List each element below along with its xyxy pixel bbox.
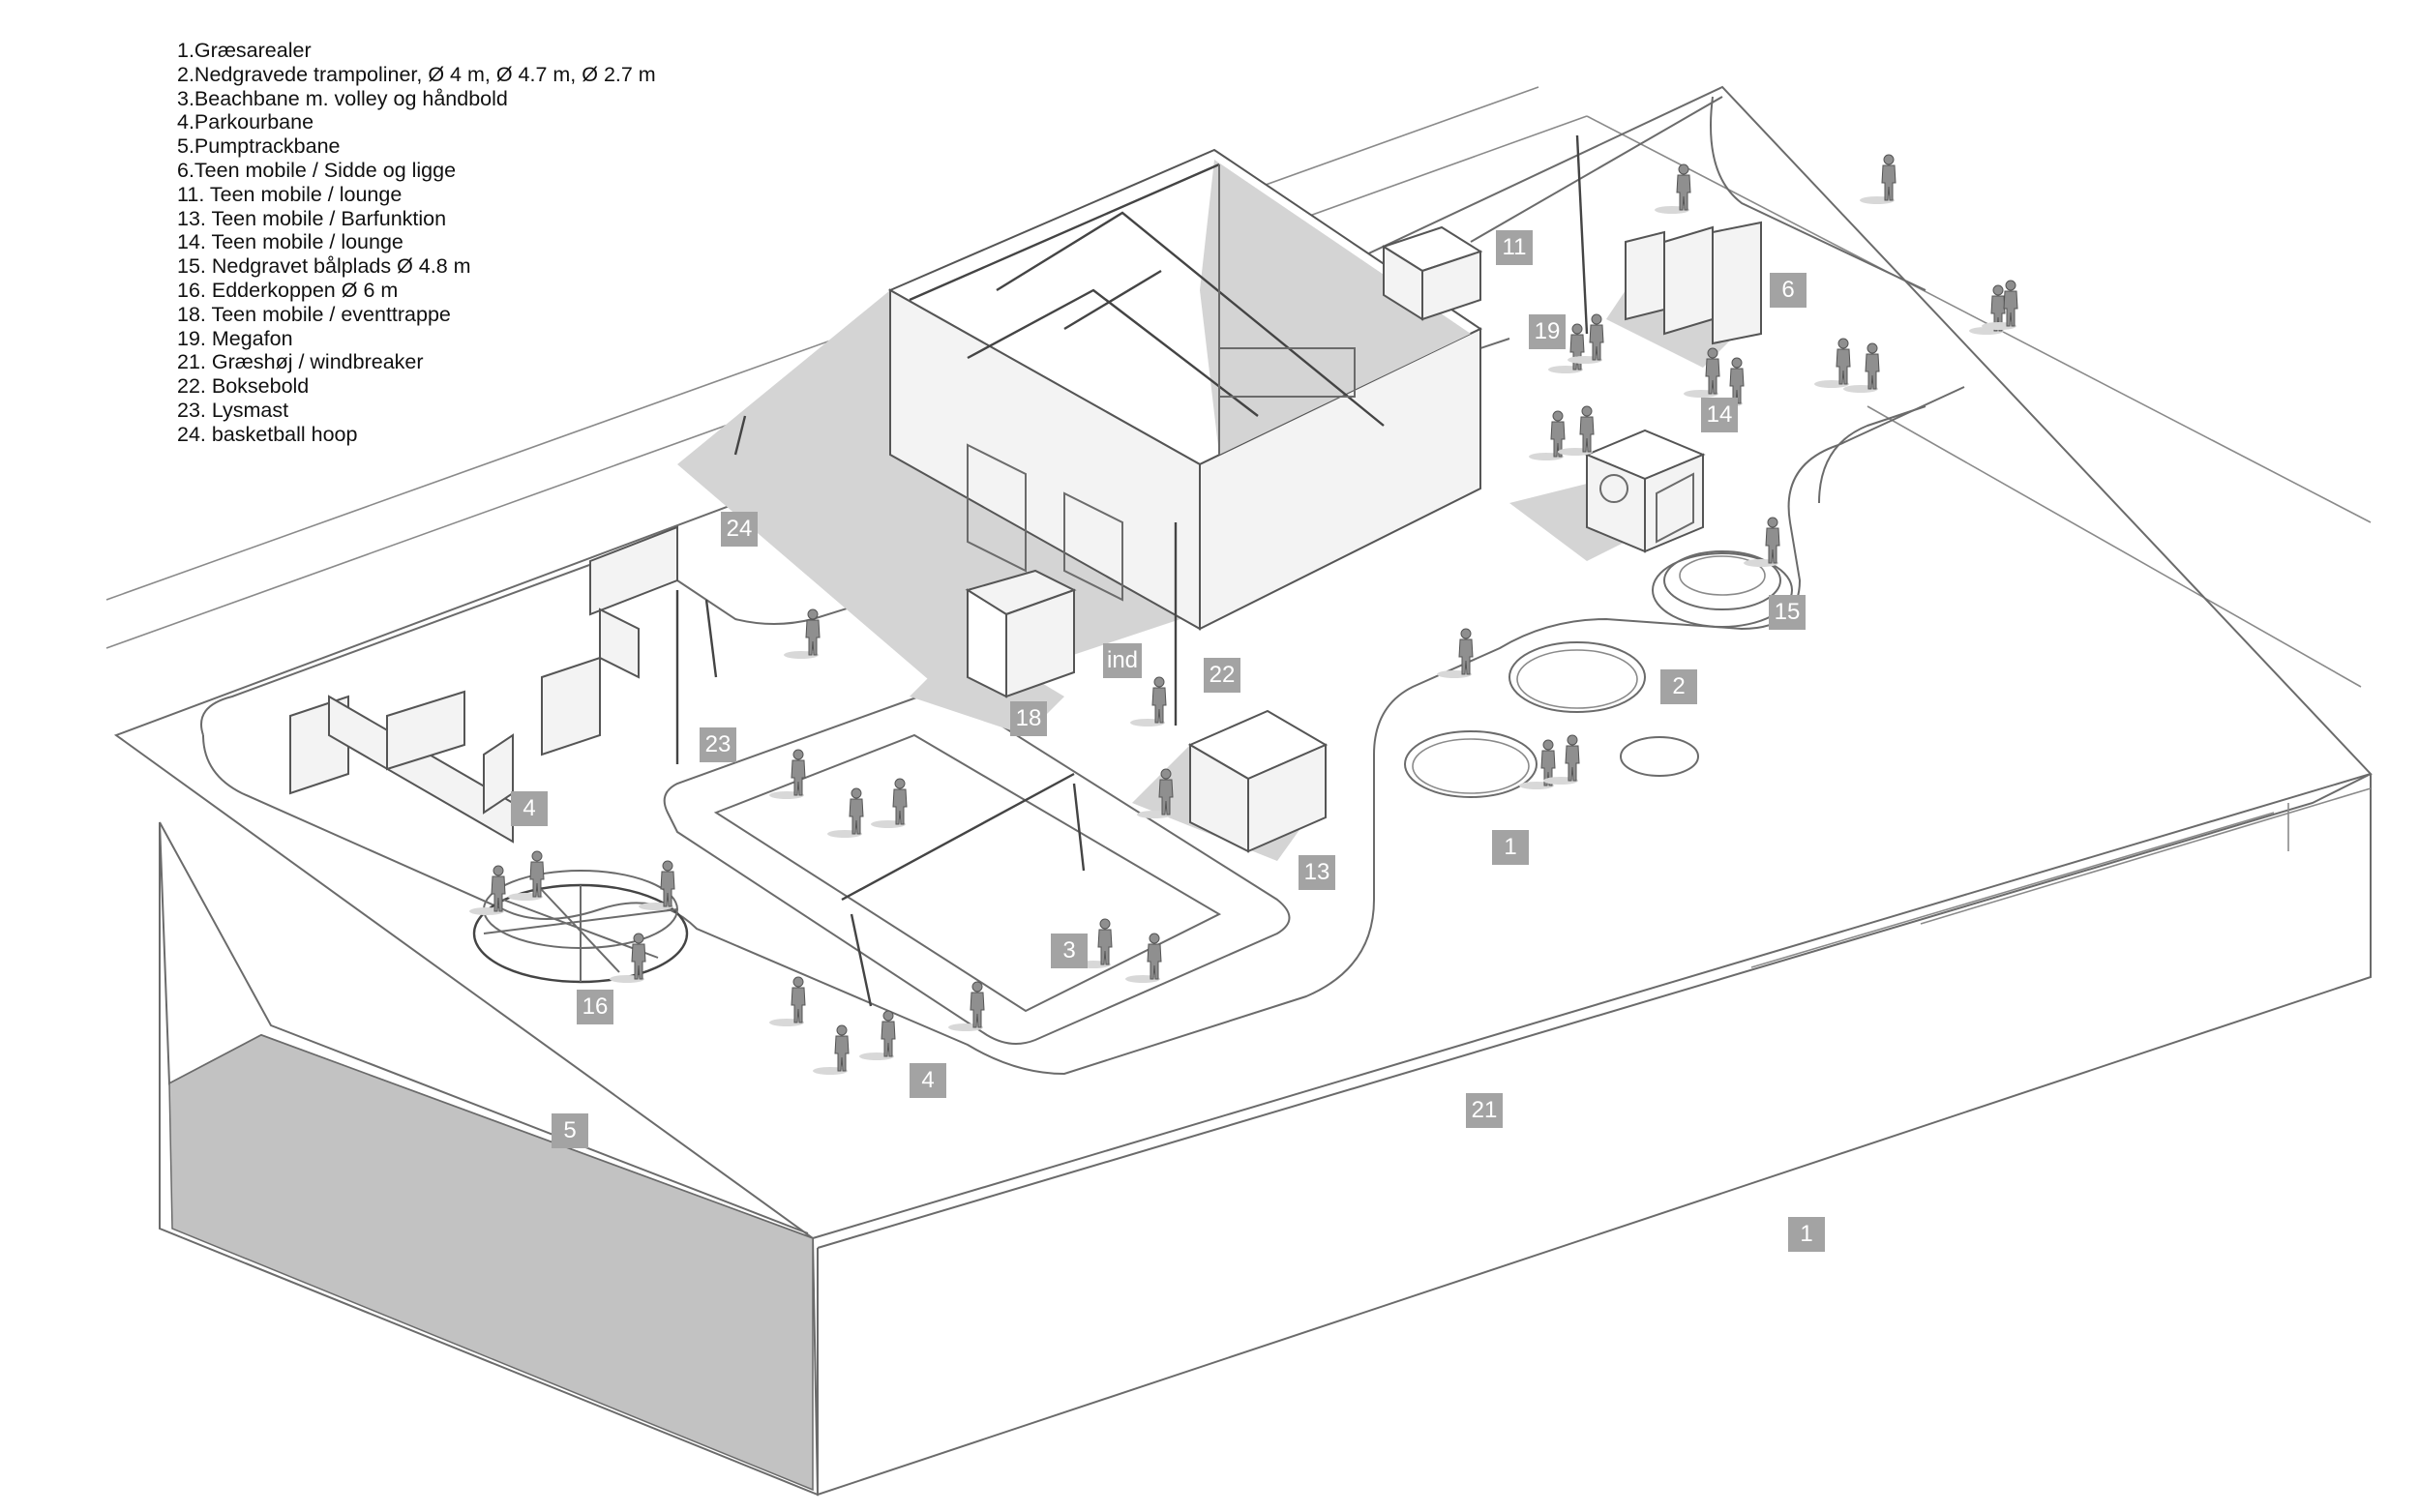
tag-5: 5	[552, 1113, 588, 1148]
tag-19: 19	[1529, 314, 1566, 349]
legend-item: 6.Teen mobile / Sidde og ligge	[177, 158, 457, 182]
tag-ind: ind	[1103, 643, 1143, 678]
tag-4a: 4	[511, 791, 548, 826]
person-figure	[1684, 347, 1720, 398]
tag-21: 21	[1466, 1093, 1503, 1128]
street-lines	[105, 86, 2372, 688]
person-figure	[813, 1024, 850, 1075]
person-figure	[1519, 739, 1556, 789]
person-figure	[1125, 933, 1162, 983]
legend: 1.Græsarealer 2.Nedgravede trampoliner, …	[177, 39, 656, 447]
person-figure	[469, 865, 506, 915]
legend-item: 19. Megafon	[177, 326, 293, 350]
teen-mobile-6	[1606, 221, 1762, 368]
tag-16: 16	[577, 990, 613, 1024]
person-figure	[1843, 342, 1880, 393]
legend-item: 4.Parkourbane	[177, 110, 314, 134]
person-figure	[769, 749, 806, 799]
tag-24: 24	[721, 512, 758, 547]
person-figure	[871, 778, 908, 828]
teen-mobile-18	[910, 569, 1077, 735]
legend-item: 14. Teen mobile / lounge	[177, 230, 403, 254]
person-figure	[1860, 154, 1896, 204]
legend-item: 13. Teen mobile / Barfunktion	[177, 206, 447, 230]
tag-11: 11	[1496, 230, 1533, 265]
person-figure	[610, 933, 646, 983]
person-figure	[1137, 768, 1174, 818]
beach-court	[663, 692, 1291, 1045]
people	[469, 154, 2018, 1075]
main-building	[887, 148, 1483, 631]
tag-13: 13	[1299, 855, 1335, 890]
person-figure	[784, 608, 821, 659]
teen-mobile-13	[1132, 709, 1329, 861]
person-figure	[1130, 676, 1167, 726]
teen-mobile-14	[1509, 429, 1706, 561]
tag-1a: 1	[1492, 830, 1529, 865]
legend-item: 3.Beachbane m. volley og håndbold	[177, 86, 508, 110]
tag-2: 2	[1660, 669, 1697, 704]
person-figure	[639, 860, 675, 910]
person-figure	[1543, 734, 1580, 785]
person-figure	[508, 850, 545, 901]
person-figure	[827, 787, 864, 838]
legend-item: 5.Pumptrackbane	[177, 134, 341, 159]
site-plateau	[113, 85, 2373, 1497]
person-figure	[769, 976, 806, 1026]
person-figure	[1982, 280, 2018, 330]
legend-item: 24. basketball hoop	[177, 422, 358, 446]
legend-item: 21. Græshøj / windbreaker	[177, 350, 424, 374]
tag-15: 15	[1769, 595, 1806, 630]
tag-4b: 4	[910, 1063, 946, 1098]
person-figure	[1558, 405, 1595, 456]
tag-23: 23	[700, 727, 736, 762]
person-figure	[1568, 313, 1604, 364]
person-figure	[1655, 163, 1691, 214]
person-figure	[1744, 517, 1780, 567]
legend-item: 23. Lysmast	[177, 398, 289, 422]
person-figure	[1529, 410, 1566, 460]
parkour-course	[289, 525, 718, 844]
legend-item: 1.Græsarealer	[177, 39, 312, 62]
legend-item: 2.Nedgravede trampoliner, Ø 4 m, Ø 4.7 m…	[177, 62, 656, 86]
person-figure	[1814, 338, 1851, 388]
legend-item: 18. Teen mobile / eventtrappe	[177, 302, 451, 326]
light-masts	[733, 134, 1589, 726]
tag-22: 22	[1204, 658, 1240, 693]
tag-1b: 1	[1788, 1217, 1825, 1252]
legend-item: 16. Edderkoppen Ø 6 m	[177, 278, 399, 302]
tag-14: 14	[1701, 398, 1738, 432]
tag-3: 3	[1051, 934, 1088, 968]
person-figure	[859, 1010, 896, 1060]
tag-18: 18	[1010, 701, 1047, 736]
legend-item: 11. Teen mobile / lounge	[177, 182, 403, 206]
legend-item: 22. Boksebold	[177, 374, 310, 399]
fire-pit	[1652, 550, 1793, 628]
trampolines	[1404, 641, 1699, 798]
person-figure	[948, 981, 985, 1031]
teen-mobile-11	[1381, 225, 1483, 321]
person-figure	[1437, 628, 1474, 678]
spider-frame	[472, 870, 689, 984]
legend-item: 15. Nedgravet bålplads Ø 4.8 m	[177, 254, 471, 279]
tag-6: 6	[1770, 273, 1807, 308]
